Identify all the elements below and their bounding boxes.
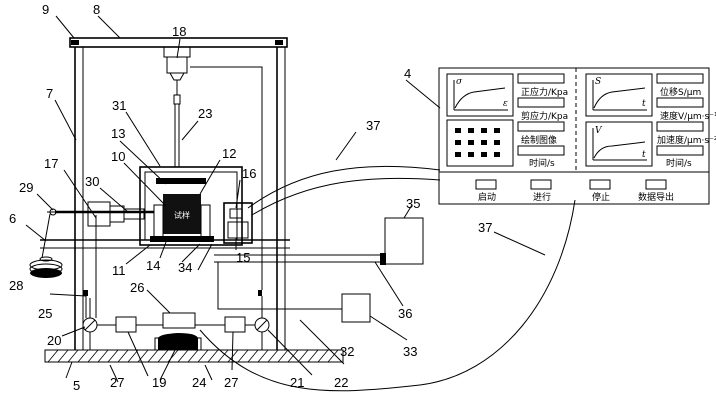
label-16: 16: [242, 166, 256, 181]
label-30: 30: [85, 174, 99, 189]
label-32: 32: [340, 344, 354, 359]
label-14: 14: [146, 258, 160, 273]
draw-image-label: 绘制图像: [521, 134, 557, 146]
run-button-label: 进行: [533, 191, 551, 203]
shear-box-chamber: 试样: [140, 167, 252, 245]
label-27a: 27: [110, 375, 124, 390]
label-37a: 37: [366, 118, 380, 133]
label-4: 4: [404, 66, 411, 81]
label-15: 15: [236, 250, 250, 265]
chart1-x-label: ε: [503, 99, 508, 109]
label-5: 5: [73, 378, 80, 393]
chart4-y-label: V: [595, 126, 603, 136]
displacement-label: 位移S/μm: [660, 86, 701, 98]
stop-button[interactable]: [590, 180, 610, 189]
label-12: 12: [222, 146, 236, 161]
label-37b: 37: [478, 220, 492, 235]
chart3-y-label: S: [595, 77, 601, 87]
base-plate: [45, 350, 343, 362]
velocity-label: 速度V/μm·s⁻¹: [660, 110, 716, 122]
export-button[interactable]: [646, 180, 666, 189]
label-33: 33: [403, 344, 417, 359]
label-29: 29: [19, 180, 33, 195]
hydraulic-circuit: [83, 215, 269, 350]
label-9: 9: [42, 2, 49, 17]
export-button-label: 数据导出: [638, 191, 674, 203]
chart4-x-label: t: [642, 150, 646, 160]
label-26: 26: [130, 280, 144, 295]
label-13: 13: [111, 126, 125, 141]
label-22: 22: [334, 375, 348, 390]
label-21: 21: [290, 375, 304, 390]
run-button[interactable]: [531, 180, 551, 189]
label-27b: 27: [224, 375, 238, 390]
label-6: 6: [9, 211, 16, 226]
chart3-x-label: t: [642, 99, 646, 109]
normal-stress-label: 正应力/Kpa: [521, 86, 568, 98]
label-28: 28: [9, 278, 23, 293]
label-36: 36: [398, 306, 412, 321]
start-button[interactable]: [476, 180, 496, 189]
stop-button-label: 停止: [592, 191, 610, 203]
label-19: 19: [152, 375, 166, 390]
label-7: 7: [46, 86, 53, 101]
label-20: 20: [47, 333, 61, 348]
chart1-y-label: σ: [456, 77, 463, 87]
label-18: 18: [172, 24, 186, 39]
sample-label: 试样: [174, 210, 190, 220]
start-button-label: 启动: [478, 191, 496, 203]
label-23: 23: [198, 106, 212, 121]
label-8: 8: [93, 2, 100, 17]
label-11: 11: [112, 263, 126, 278]
label-17: 17: [44, 156, 58, 171]
label-31: 31: [112, 98, 126, 113]
shear-stress-label: 剪应力/Kpa: [521, 110, 568, 122]
acceleration-label: 加速度/μm·s⁻²: [657, 134, 716, 146]
label-25: 25: [38, 306, 52, 321]
label-35: 35: [406, 196, 420, 211]
label-34: 34: [178, 260, 192, 275]
label-10: 10: [111, 149, 125, 164]
external-units: [214, 218, 423, 322]
time-right-label: 时间/s: [666, 157, 692, 169]
time-left-label: 时间/s: [529, 157, 555, 169]
label-24: 24: [192, 375, 206, 390]
